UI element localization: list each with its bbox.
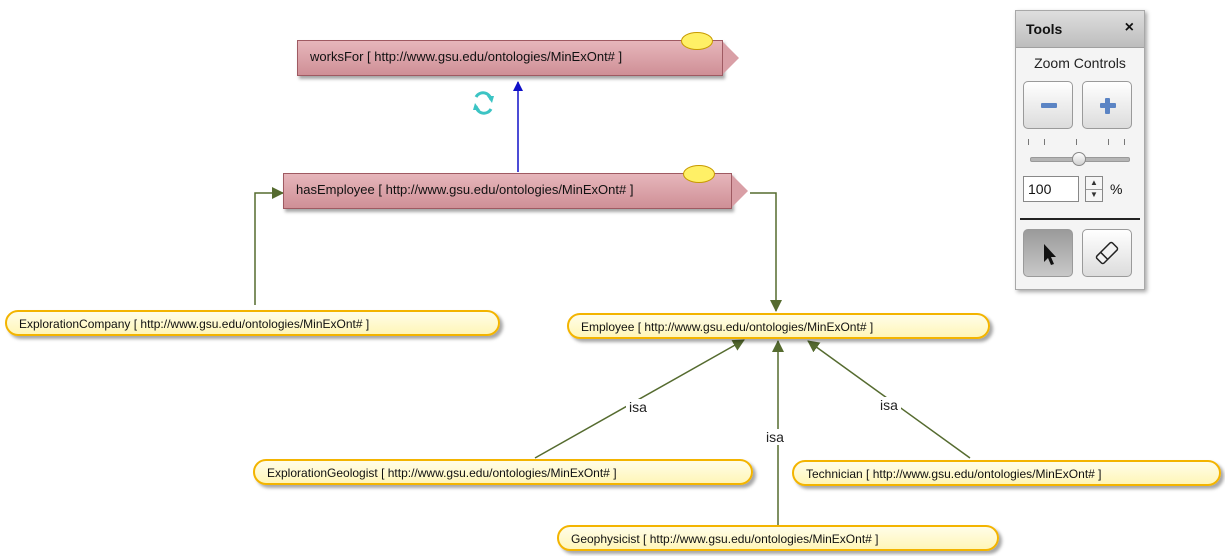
zoom-spinner: ▲ ▼: [1085, 176, 1103, 202]
zoom-slider-thumb[interactable]: [1072, 152, 1086, 166]
minus-icon: [1041, 103, 1057, 108]
property-node-worksfor[interactable]: worksFor [ http://www.gsu.edu/ontologies…: [297, 32, 739, 76]
property-label: hasEmployee [ http://www.gsu.edu/ontolog…: [296, 182, 634, 197]
zoom-controls-title: Zoom Controls: [1034, 55, 1126, 71]
class-label: Technician [ http://www.gsu.edu/ontologi…: [806, 467, 1102, 481]
inverse-icon: [473, 91, 494, 115]
zoom-unit: %: [1110, 181, 1123, 197]
pointer-tool-button[interactable]: [1023, 229, 1073, 277]
property-marker: [681, 32, 713, 50]
zoom-out-button[interactable]: [1023, 81, 1073, 129]
class-node-explorationcompany[interactable]: ExplorationCompany [ http://www.gsu.edu/…: [5, 310, 500, 336]
class-label: ExplorationCompany [ http://www.gsu.edu/…: [19, 317, 370, 331]
eraser-icon: [1095, 241, 1119, 265]
zoom-value-input[interactable]: 100: [1023, 176, 1079, 202]
property-marker: [683, 165, 715, 183]
zoom-slider-ticks: [1028, 139, 1132, 147]
spin-up-icon[interactable]: ▲: [1086, 177, 1102, 190]
domain-edge: [254, 187, 284, 305]
property-label: worksFor [ http://www.gsu.edu/ontologies…: [310, 49, 623, 64]
property-node-hasemployee[interactable]: hasEmployee [ http://www.gsu.edu/ontolog…: [283, 165, 748, 209]
isa-label-right: isa: [877, 397, 901, 413]
class-label: Geophysicist [ http://www.gsu.edu/ontolo…: [571, 532, 879, 546]
class-node-explorationgeologist[interactable]: ExplorationGeologist [ http://www.gsu.ed…: [253, 459, 753, 485]
spin-down-icon[interactable]: ▼: [1090, 190, 1098, 199]
class-node-geophysicist[interactable]: Geophysicist [ http://www.gsu.edu/ontolo…: [557, 525, 999, 551]
isa-label-center: isa: [763, 429, 787, 445]
pointer-icon: [1044, 244, 1056, 265]
tools-header[interactable]: Tools ×: [1016, 11, 1144, 48]
class-label: Employee [ http://www.gsu.edu/ontologies…: [581, 320, 874, 334]
tools-title: Tools: [1026, 21, 1063, 37]
range-edge: [750, 192, 782, 312]
class-node-technician[interactable]: Technician [ http://www.gsu.edu/ontologi…: [792, 460, 1221, 486]
class-node-employee[interactable]: Employee [ http://www.gsu.edu/ontologies…: [567, 313, 990, 339]
eraser-tool-button[interactable]: [1082, 229, 1132, 277]
tools-panel: Tools × Zoom Controls 100 ▲ ▼ %: [1015, 10, 1145, 290]
tools-separator: [1020, 218, 1140, 220]
zoom-in-button[interactable]: [1082, 81, 1132, 129]
close-icon[interactable]: ×: [1124, 19, 1134, 36]
class-label: ExplorationGeologist [ http://www.gsu.ed…: [267, 466, 617, 480]
isa-label-left: isa: [626, 399, 650, 415]
